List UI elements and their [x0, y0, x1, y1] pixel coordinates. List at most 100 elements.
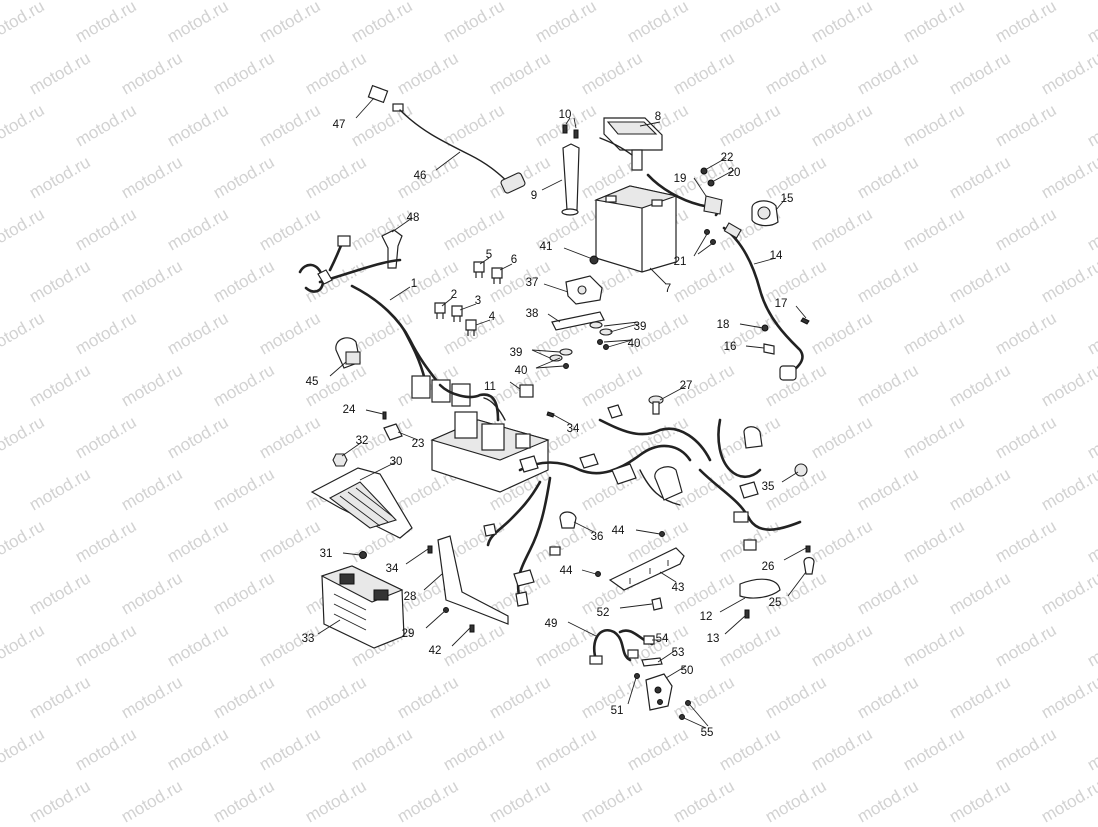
leader-line-46: [435, 151, 461, 171]
leader-line-40a: [603, 339, 633, 343]
callout-36: 36: [591, 531, 604, 543]
part-48-bracket: [381, 229, 403, 269]
part-41-nut: [589, 255, 599, 265]
leader-line-34b: [551, 413, 573, 426]
callout-43: 43: [672, 582, 685, 594]
leader-line-1: [389, 286, 411, 301]
callout-16: 16: [724, 341, 737, 353]
part-46-sensor-lead: [392, 103, 526, 194]
part-38-bracket: [551, 311, 605, 331]
callout-3: 3: [475, 295, 481, 307]
callout-44b: 44: [560, 565, 573, 577]
part-49-lead: [589, 629, 654, 665]
callout-38: 38: [526, 308, 539, 320]
part-12-bracket: [739, 578, 781, 599]
callout-11: 11: [484, 381, 496, 393]
part-43-bracket: [608, 547, 685, 591]
part-40-screws: [563, 339, 609, 369]
part-8-battery-cover: [599, 117, 663, 171]
part-6-fuse: [491, 267, 503, 284]
leader-line-53: [657, 649, 677, 663]
leader-line-40b: [535, 365, 565, 369]
callout-14: 14: [770, 250, 783, 262]
callout-25: 25: [769, 597, 782, 609]
callout-35: 35: [762, 481, 775, 493]
leader-line-8: [639, 121, 661, 127]
part-24-screw: [382, 411, 387, 420]
part-fuse-box-assembly: [411, 375, 550, 493]
leader-line-36: [573, 521, 595, 533]
part-14-battery-cable: [722, 222, 804, 381]
leader-line-29: [425, 609, 447, 629]
part-21-bolts: [704, 229, 716, 245]
callout-39a: 39: [634, 321, 647, 333]
leader-line-19: [693, 177, 707, 197]
part-5-fuse: [473, 261, 485, 278]
callout-40a: 40: [628, 338, 641, 350]
callout-29: 29: [402, 628, 415, 640]
leader-line-18: [739, 323, 764, 329]
part-34-screw-upper: [546, 411, 555, 418]
part-55-screws: [679, 700, 691, 720]
part-51-screw: [634, 673, 640, 679]
leader-line-41: [563, 247, 591, 259]
leader-line-13: [724, 615, 746, 635]
callout-12: 12: [700, 611, 713, 623]
part-15-starter-relay: [751, 200, 779, 227]
leader-line-20: [711, 169, 735, 183]
callout-23: 23: [412, 438, 425, 450]
part-52-clip: [651, 597, 663, 611]
part-50-switch: [645, 673, 673, 711]
part-3-fuse: [451, 305, 463, 322]
part-13-screw: [744, 609, 750, 619]
leader-lines: [317, 97, 807, 729]
leader-line-21: [693, 233, 708, 257]
callout-45: 45: [306, 376, 319, 388]
part-9-battery-strap: [561, 143, 580, 216]
leader-line-10: [573, 117, 577, 129]
leader-line-39a: [603, 321, 639, 327]
part-4-fuse: [465, 319, 477, 336]
callout-49: 49: [545, 618, 558, 630]
leader-line-12: [719, 597, 746, 613]
part-25-clip: [803, 556, 815, 575]
leader-line-35: [781, 471, 799, 483]
leader-line-47: [355, 97, 375, 119]
callout-37: 37: [526, 277, 539, 289]
callout-6: 6: [511, 254, 517, 266]
callout-53: 53: [672, 647, 685, 659]
part-17-screw: [800, 317, 810, 325]
leader-line-11: [509, 381, 521, 390]
callout-20: 20: [728, 167, 741, 179]
leader-line-33: [317, 619, 341, 635]
leader-line-39b: [531, 349, 561, 353]
part-53-clip: [641, 657, 663, 667]
callout-24: 24: [343, 404, 356, 416]
part-19-terminal: [646, 173, 723, 217]
leader-line-40b: [535, 357, 561, 369]
leader-line-24: [365, 409, 384, 415]
part-1-main-harness: [298, 235, 442, 387]
callout-30: 30: [390, 456, 403, 468]
leader-line-3: [459, 303, 477, 311]
leader-line-39b: [531, 349, 551, 359]
leader-line-21: [697, 242, 714, 255]
leader-line-9: [541, 179, 563, 191]
part-36-cap: [559, 511, 577, 529]
leader-line-4: [475, 319, 491, 326]
leader-line-6: [499, 263, 513, 271]
leader-line-51: [627, 677, 637, 705]
leader-line-25: [787, 571, 807, 597]
callout-19: 19: [674, 173, 687, 185]
callout-1: 1: [411, 278, 417, 290]
callout-26: 26: [762, 561, 775, 573]
callout-15: 15: [781, 193, 794, 205]
part-35-grommet: [794, 463, 808, 477]
part-37-bracket: [565, 275, 603, 305]
part-44-screw-lower: [595, 571, 601, 577]
leader-line-39a: [609, 323, 639, 333]
part-44-screw-upper: [659, 531, 665, 537]
